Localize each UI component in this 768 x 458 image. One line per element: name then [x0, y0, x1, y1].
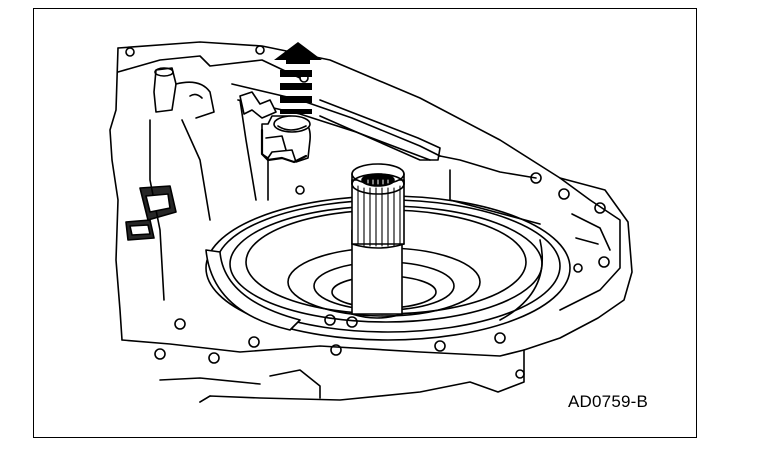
case-outline [117, 41, 633, 403]
case-left-edge [109, 47, 123, 341]
lifted-component [260, 115, 311, 164]
figure-reference-code: AD0759-B [568, 392, 649, 411]
flange-bolt-holes [154, 172, 610, 379]
arrow-up-icon [274, 42, 322, 114]
case-top-flange [117, 55, 301, 79]
boss-stud [153, 67, 177, 113]
